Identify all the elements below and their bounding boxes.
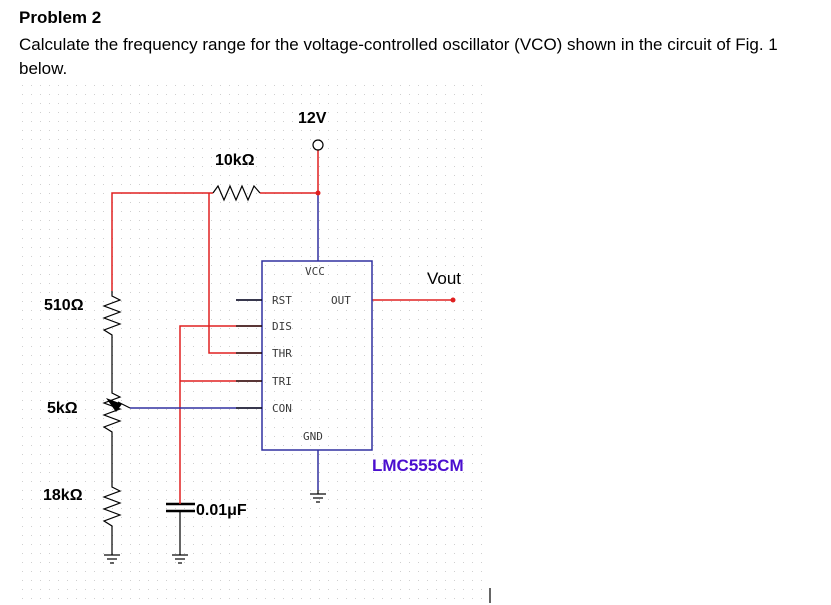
pin-thr: THR [272,347,292,360]
red-wires [111,150,453,500]
output-label: Vout [427,269,461,288]
ic-555 [261,260,373,451]
r2-label: 18kΩ [43,487,83,504]
grid-background [18,82,488,605]
ground-left [104,554,120,564]
cap-label: 0.01μF [196,502,247,519]
supply-terminal [312,139,324,151]
r-top-label: 10kΩ [215,152,255,169]
resistor-510 [102,291,122,388]
ground-ic [310,490,326,503]
r1-label: 510Ω [44,297,84,314]
wiper-arrow-icon [106,398,122,412]
pin-dis: DIS [272,320,292,333]
supply-label: 12V [298,110,327,127]
junctions [315,190,456,303]
pot-label: 5kΩ [47,400,78,417]
ground-cap [172,554,188,564]
problem-text: Calculate the frequency range for the vo… [19,35,778,78]
chip-name: LMC555CM [372,456,464,475]
pin-out: OUT [331,294,351,307]
pin-vcc: VCC [305,265,325,278]
resistor-10k [212,184,261,202]
pin-gnd: GND [303,430,323,443]
pot-5k [102,388,122,482]
wire-top-left [111,192,213,291]
pot-wiper [117,401,131,409]
pin-rst: RST [272,294,292,307]
resistor-18k [102,482,122,555]
problem-title: Problem 2 [19,8,102,27]
pin-tri: TRI [272,375,292,388]
wire-dis-tri [179,325,262,500]
pin-con: CON [272,402,292,415]
